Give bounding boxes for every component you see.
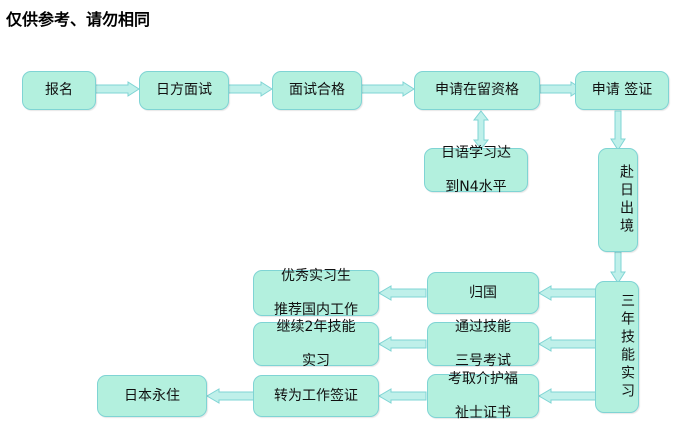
node-kaoqujiehufuzhishi-line2: 祉士证书 xyxy=(455,404,511,421)
edge-n4level-to-shenqingzailiu xyxy=(472,110,490,150)
page-title: 仅供参考、请勿相同 xyxy=(6,10,151,29)
edge-rifangmianshi-to-mianshihege xyxy=(227,81,273,97)
node-jixu2nianjineng-label: 继续2年技能 实习 xyxy=(254,319,378,370)
node-rifangmianshi-label: 日方面试 xyxy=(156,82,212,98)
node-youxiushixisheng-label: 优秀实习生 推荐国内工作 xyxy=(254,268,378,319)
node-tongguojinengsankao-line1: 通过技能 xyxy=(455,318,511,335)
node-youxiushixisheng[interactable]: 优秀实习生 推荐国内工作 xyxy=(253,268,379,319)
node-youxiushixisheng-line2: 推荐国内工作 xyxy=(274,301,358,318)
node-tongguojinengsankao-label: 通过技能 三号考试 xyxy=(428,319,538,370)
node-baoming[interactable]: 报名 xyxy=(22,71,96,110)
node-riyuxuexi-n4-line2: 到N4水平 xyxy=(445,178,507,195)
node-zhuanweigongzuoqianzheng-label: 转为工作签证 xyxy=(274,387,358,404)
node-guiguo[interactable]: 归国 xyxy=(427,272,539,314)
node-shenqingqianzheng-label: 申请 签证 xyxy=(591,82,653,98)
node-ribenyongzhu[interactable]: 日本永住 xyxy=(97,375,207,417)
node-tongguojinengsankao[interactable]: 通过技能 三号考试 xyxy=(427,319,539,369)
node-tongguojinengsankao-line2: 三号考试 xyxy=(455,352,511,369)
edge-mianshihege-to-shenqingzailiu xyxy=(360,81,415,97)
node-mianshihege-label: 面试合格 xyxy=(289,82,345,98)
edge-zhuanweigongzuo-to-ribenyongzhu xyxy=(206,388,259,404)
node-riyuxuexi-n4-label: 日语学习达 到N4水平 xyxy=(425,145,527,196)
node-sannianjinengshixi[interactable]: 三年技能实习 xyxy=(595,281,639,413)
node-riyuxuexi-n4[interactable]: 日语学习达 到N4水平 xyxy=(424,145,528,195)
edge-guiguo-to-youxiushixisheng xyxy=(378,285,427,301)
node-mianshihege[interactable]: 面试合格 xyxy=(272,71,362,110)
node-furichujing[interactable]: 赴日出境 xyxy=(598,148,638,252)
edge-sannianjineng-to-kaoqujiehu xyxy=(538,388,597,404)
node-jixu2nianjineng-line1: 继续2年技能 xyxy=(276,318,356,335)
node-furichujing-label: 赴日出境 xyxy=(618,164,634,236)
node-shenqingzailiuzige-label: 申请在留资格 xyxy=(435,82,519,98)
node-youxiushixisheng-line1: 优秀实习生 xyxy=(281,267,351,284)
node-kaoqujiehufuzhishi[interactable]: 考取介护福 祉士证书 xyxy=(427,371,539,421)
node-kaoqujiehufuzhishi-line1: 考取介护福 xyxy=(448,370,518,387)
edge-furichujing-to-sannianjineng xyxy=(610,251,626,284)
node-guiguo-label: 归国 xyxy=(469,284,497,301)
node-riyuxuexi-n4-line1: 日语学习达 xyxy=(441,144,511,161)
node-baoming-label: 报名 xyxy=(45,82,73,98)
node-jixu2nianjineng[interactable]: 继续2年技能 实习 xyxy=(253,319,379,369)
edge-kaoqujiehu-to-zhuanweigongzuo xyxy=(378,388,427,404)
node-kaoqujiehufuzhishi-label: 考取介护福 祉士证书 xyxy=(428,371,538,422)
edge-baoming-to-rifangmianshi xyxy=(94,81,140,97)
node-zhuanweigongzuoqianzheng[interactable]: 转为工作签证 xyxy=(253,375,379,417)
edge-tongguojineng-to-jixu2nian xyxy=(378,336,427,352)
node-rifangmianshi[interactable]: 日方面试 xyxy=(139,71,229,110)
node-ribenyongzhu-label: 日本永住 xyxy=(124,387,180,404)
node-shenqingzailiuzige[interactable]: 申请在留资格 xyxy=(414,71,540,110)
edge-sannianjineng-to-tongguojineng xyxy=(538,336,597,352)
node-jixu2nianjineng-line2: 实习 xyxy=(302,352,330,369)
node-shenqingqianzheng[interactable]: 申请 签证 xyxy=(575,71,669,110)
edge-shenqingqianzheng-to-furichujing xyxy=(610,110,626,151)
edge-sannianjineng-to-guiguo xyxy=(538,285,597,301)
node-sannianjinengshixi-label: 三年技能实习 xyxy=(619,293,635,401)
